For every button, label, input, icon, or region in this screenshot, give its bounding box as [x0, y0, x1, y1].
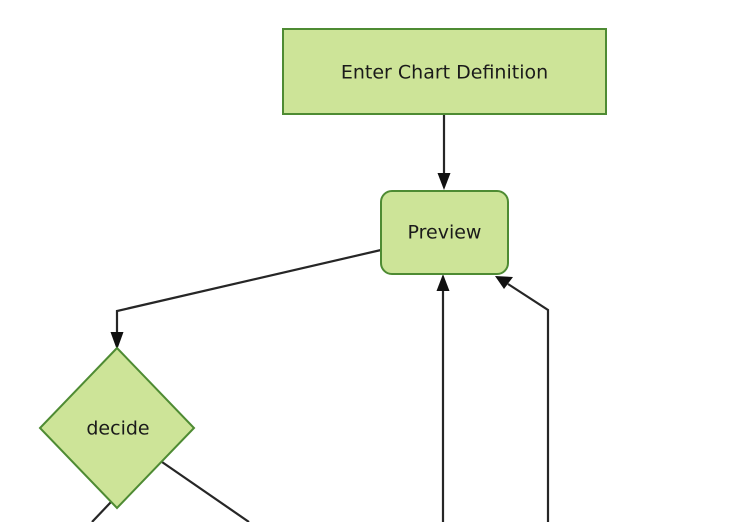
node-shape-diamond[interactable]: [38, 346, 196, 510]
edge-into-preview-center: [436, 274, 450, 522]
node-enter-chart-definition[interactable]: Enter Chart Definition: [282, 28, 607, 115]
arrowhead-icon: [495, 276, 513, 289]
node-label: Preview: [408, 222, 482, 244]
node-label: decide: [86, 418, 149, 440]
edge-line: [507, 283, 550, 522]
edge-line: [91, 501, 112, 522]
node-shape-rectangle[interactable]: [282, 28, 607, 115]
edge-line: [161, 461, 250, 522]
node-shape-rounded-rectangle[interactable]: [380, 190, 509, 275]
edge-preview-to-decide: [110, 248, 382, 350]
edge-decide-out-right: [161, 461, 250, 522]
edge-decide-out-bottom: [91, 501, 112, 522]
node-preview[interactable]: Preview: [380, 190, 509, 275]
edge-into-preview-right: [495, 276, 550, 522]
arrowhead-icon: [437, 173, 451, 190]
edge-line: [115, 248, 382, 337]
edge-enter-to-preview: [437, 114, 451, 190]
node-decide[interactable]: decide: [38, 346, 196, 510]
node-label: Enter Chart Definition: [341, 62, 548, 84]
arrowhead-icon: [110, 332, 124, 350]
arrowhead-icon: [436, 274, 450, 291]
